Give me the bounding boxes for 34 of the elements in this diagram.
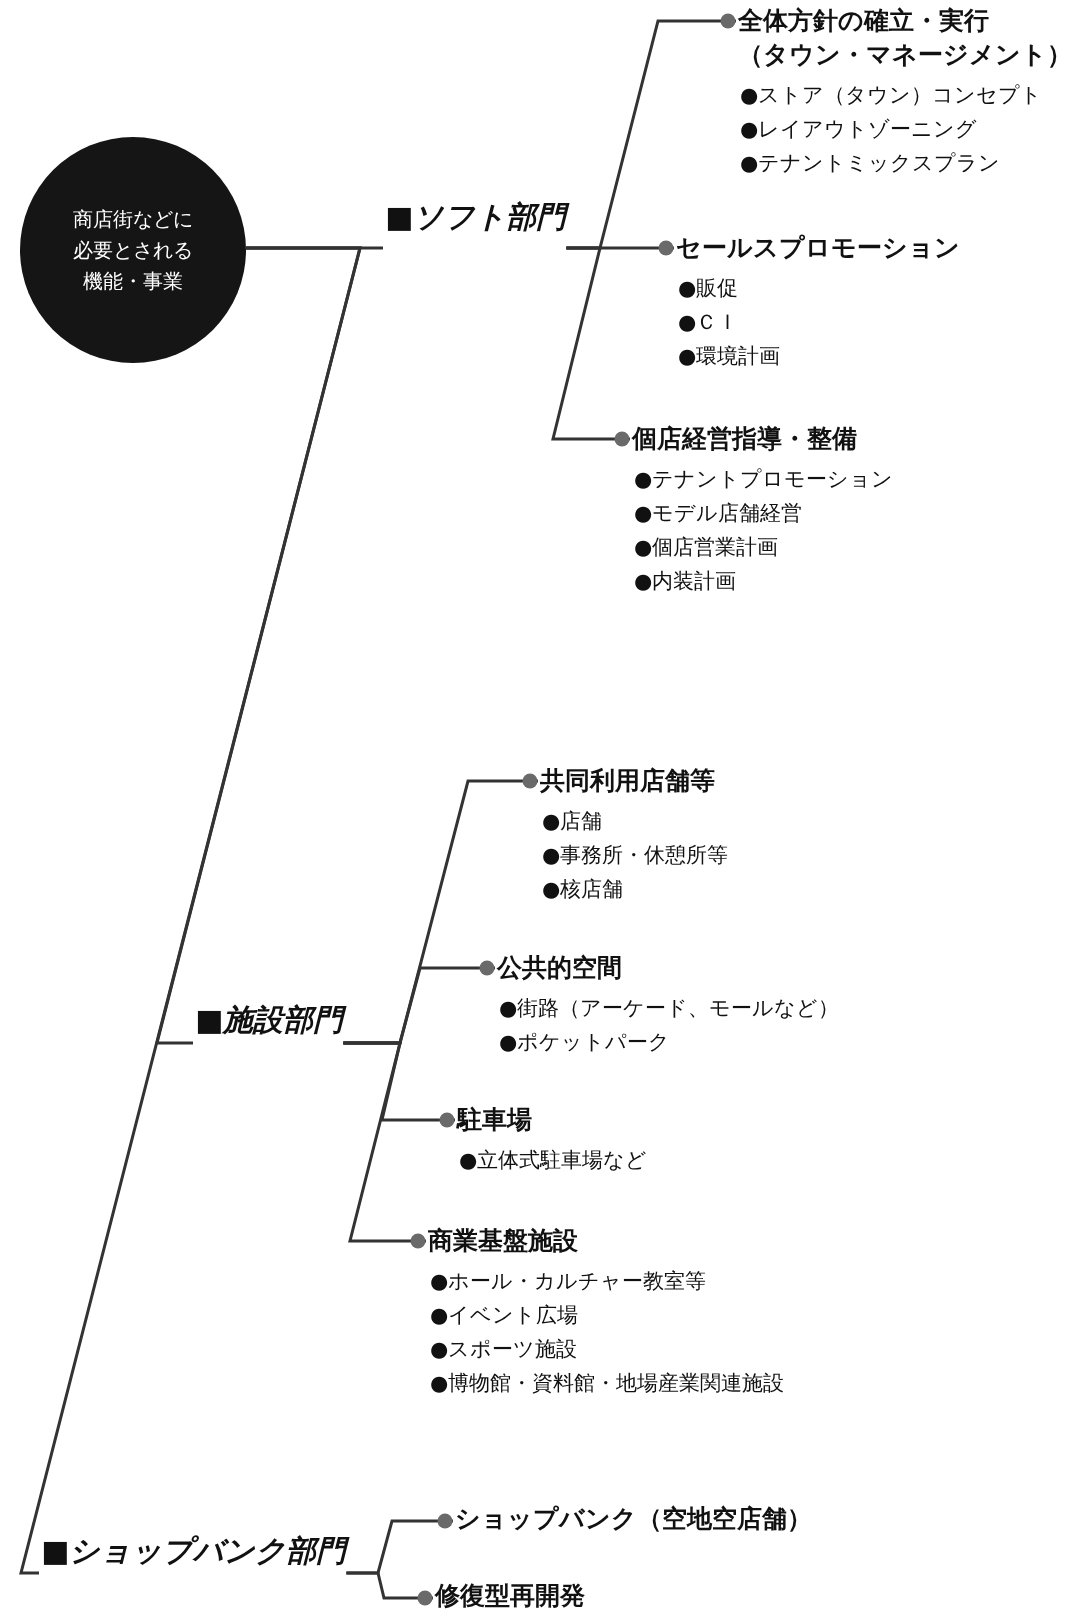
item-heading: ショップバンク（空地空店舗）	[455, 1504, 812, 1534]
item-heading: 共同利用店舗等	[540, 765, 716, 797]
item-heading: 駐車場	[457, 1104, 533, 1136]
bullet-item: ●モデル店舗経営	[634, 500, 804, 527]
item-heading: セールスプロモーション	[676, 232, 960, 264]
bullet-item: ●博物館・資料館・地場産業関連施設	[430, 1370, 785, 1397]
bullet-item: ●テナントミックスプラン	[740, 150, 1002, 177]
bullet-item: ●ストア（タウン）コンセプト	[740, 82, 1044, 109]
bullet-item: ●個店営業計画	[634, 534, 780, 561]
bullet-item: ●イベント広場	[430, 1302, 580, 1329]
bullet-item: ●レイアウトゾーニング	[740, 116, 979, 143]
item-heading: 公共的空間	[497, 952, 623, 984]
bullet-item: ●販促	[678, 275, 740, 302]
bullet-item: ●ＣＩ	[678, 309, 740, 336]
item-heading: 修復型再開発	[435, 1581, 585, 1611]
bullet-item: ●店舗	[542, 808, 604, 835]
bullet-item: ●事務所・休憩所等	[542, 842, 729, 869]
connector-line	[19, 246, 362, 1575]
bullet-item: ●テナントプロモーション	[634, 466, 894, 493]
bullet-item: ●環境計画	[678, 343, 782, 370]
bullet-item: ●街路（アーケード、モールなど）	[499, 995, 840, 1022]
connector-line	[346, 1571, 433, 1606]
connector-line	[551, 246, 630, 447]
bullet-item: ●ホール・カルチャー教室等	[430, 1268, 708, 1295]
bullet-item: ●ポケットパーク	[499, 1029, 672, 1056]
bullet-item: ●核店舗	[542, 876, 625, 903]
bullet-item: ●立体式駐車場など	[459, 1147, 648, 1174]
item-heading: 全体方針の確立・実行（タウン・マネージメント）	[738, 5, 1073, 71]
function-circle: 商店街などに必要とされる機能・事業	[20, 137, 246, 363]
connector-line	[343, 1041, 426, 1249]
item-heading: 個店経営指導・整備	[632, 423, 858, 455]
bullet-item: ●スポーツ施設	[430, 1336, 579, 1363]
bullet-item: ●内装計画	[634, 568, 738, 595]
item-heading: 商業基盤施設	[428, 1225, 579, 1257]
